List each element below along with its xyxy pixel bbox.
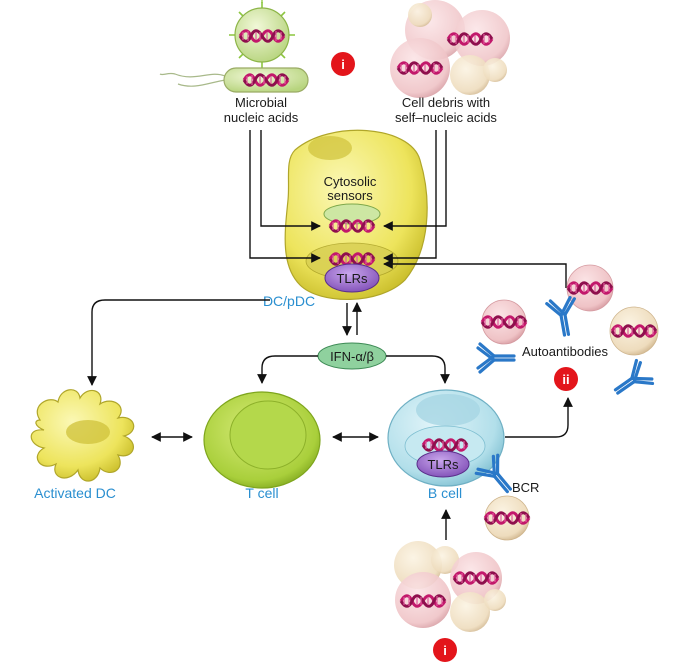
t-cell — [203, 391, 321, 489]
ifn-to-tcell-arrow — [257, 355, 318, 384]
tlrs-top-ellipse — [324, 263, 380, 293]
badge-i-bottom: i — [433, 638, 457, 662]
cell-debris-label-line2: self–nucleic acids — [395, 110, 497, 125]
microbial-label-line2: nucleic acids — [224, 110, 299, 125]
cytosolic-label-line1: Cytosolic — [324, 174, 377, 189]
bcell-to-autoantibodies-arrow — [505, 397, 573, 438]
svg-text:i: i — [341, 57, 345, 72]
cytosolic-label-line2: sensors — [327, 188, 373, 203]
bcr-bound-debris — [483, 495, 531, 541]
svg-text:ii: ii — [562, 372, 569, 387]
activated-dc-label: Activated DC — [34, 485, 116, 501]
b-cell — [387, 389, 505, 487]
bottom-debris-cluster — [394, 541, 506, 632]
tlrs-b-label: TLRs — [427, 457, 459, 472]
badge-i-top: i — [331, 52, 355, 76]
virus-particle — [229, 0, 295, 68]
autoantibody-complex-2 — [544, 264, 614, 339]
ifn-label: IFN-α/β — [330, 349, 374, 364]
autoantibody-complex-3 — [606, 306, 659, 405]
ifn-to-bcell-arrow — [386, 355, 450, 384]
tlrs-b-ellipse — [416, 450, 470, 478]
input-arrows — [249, 130, 567, 288]
autoantibodies-label: Autoantibodies — [522, 344, 609, 359]
b-cell-label: B cell — [428, 485, 462, 501]
activated-dc-cell — [30, 389, 135, 482]
t-cell-label: T cell — [245, 485, 278, 501]
tlrs-top-label: TLRs — [336, 271, 368, 286]
microbial-label-line1: Microbial — [235, 95, 287, 110]
autoantibody-complex-1 — [476, 299, 528, 374]
dc-pdc-label: DC/pDC — [263, 293, 315, 309]
dc-to-activated-dc-arrow — [87, 299, 270, 386]
badge-ii: ii — [554, 367, 578, 391]
bacterium — [159, 67, 309, 93]
svg-text:i: i — [443, 643, 447, 658]
cell-debris-label-line1: Cell debris with — [402, 95, 490, 110]
cell-debris-cluster — [390, 0, 510, 98]
bcr-label: BCR — [512, 480, 539, 495]
